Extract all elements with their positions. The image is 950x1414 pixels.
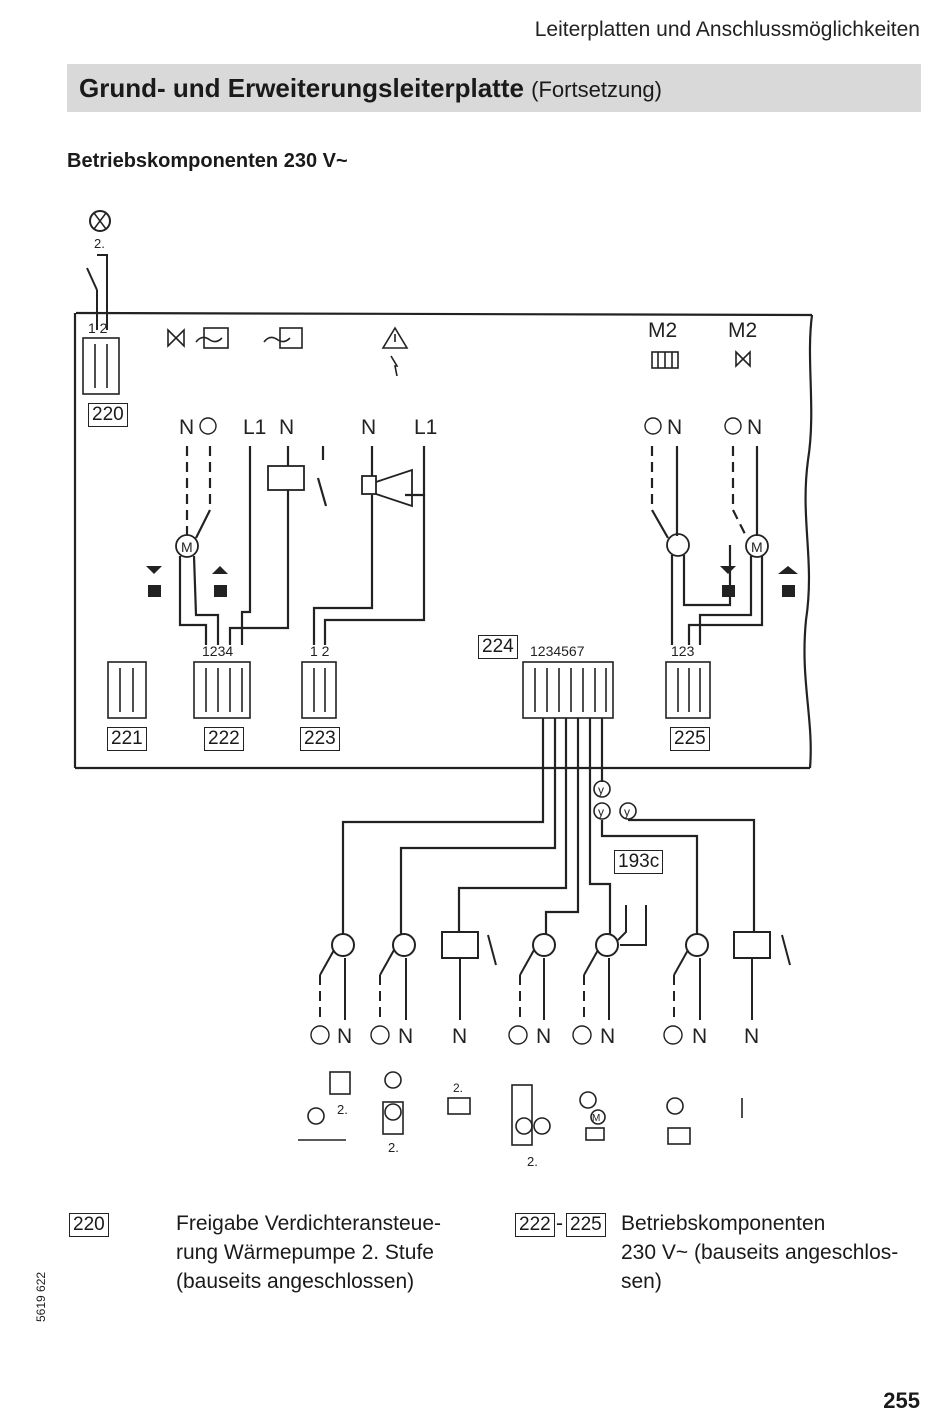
legend-ref-220: 220	[69, 1213, 109, 1237]
label-l1: L1	[414, 416, 437, 439]
legend-ref-225: 225	[566, 1213, 606, 1237]
connector-223: 223	[300, 727, 340, 751]
application-icons	[298, 1071, 743, 1146]
y-label: y	[598, 805, 604, 819]
pins-222: 1234	[202, 643, 233, 659]
legend-ref-222: 222	[515, 1213, 555, 1237]
y-label: y	[598, 783, 604, 797]
doc-number: 5619 622	[34, 1271, 48, 1322]
motor-label: M	[592, 1113, 600, 1124]
label-n: N	[279, 416, 294, 439]
valve-burner-icon	[167, 327, 303, 349]
connector-221: 221	[107, 727, 147, 751]
pins-223: 1 2	[310, 643, 330, 659]
label-n: N	[747, 416, 762, 439]
connector-225: 225	[670, 727, 710, 751]
section-title-bar: Grund- und Erweiterungsleiterplatte (For…	[67, 64, 921, 112]
connector-220: 220	[88, 403, 128, 427]
connector-224: 224	[478, 635, 518, 659]
stage2-label: 2.	[527, 1154, 538, 1169]
stage2-label: 2.	[453, 1081, 463, 1095]
label-n: N	[692, 1025, 707, 1048]
pins-220: 1 2	[88, 320, 108, 336]
stage2-label: 2.	[388, 1140, 399, 1155]
label-n: N	[536, 1025, 551, 1048]
wiring-diagram: 2. 1 2 1234 1 2 1234567 123 M2	[73, 210, 814, 1169]
stage2-label: 2.	[337, 1102, 348, 1117]
compressor-icon	[89, 210, 111, 232]
y-connectors	[593, 780, 637, 820]
legend-text-220: Freigabe Verdichteransteue- rung Wärmepu…	[176, 1212, 441, 1293]
label-n: N	[452, 1025, 467, 1048]
pins-224: 1234567	[530, 643, 585, 659]
subheading: Betriebskomponenten 230 V~	[67, 150, 348, 172]
label-n: N	[179, 416, 194, 439]
section-subtitle: (Fortsetzung)	[531, 77, 662, 102]
stage2-label: 2.	[94, 236, 105, 251]
lock-icon	[146, 566, 798, 597]
header-title: Leiterplatten und Anschlussmöglichkeiten	[534, 18, 920, 41]
m2-label-b: M2	[728, 319, 757, 342]
motor-label: M	[751, 539, 763, 555]
ground-icons	[310, 1025, 683, 1045]
label-n: N	[398, 1025, 413, 1048]
pins-225: 123	[671, 643, 695, 659]
page-number: 255	[883, 1388, 920, 1413]
m2-label-a: M2	[648, 319, 677, 342]
label-n: N	[667, 416, 682, 439]
label-n: N	[361, 416, 376, 439]
motor-label: M	[181, 539, 193, 555]
label-n: N	[337, 1025, 352, 1048]
radiator-icon	[651, 351, 679, 369]
section-title: Grund- und Erweiterungsleiterplatte (For…	[79, 73, 662, 103]
mixer-valve-icon	[735, 350, 751, 368]
label-l1: L1	[243, 416, 266, 439]
connector-222: 222	[204, 727, 244, 751]
connector-193c: 193c	[614, 850, 664, 874]
y-label: y	[624, 805, 630, 819]
label-n: N	[600, 1025, 615, 1048]
legend-dash: -	[556, 1212, 563, 1235]
legend-text-222-225: Betriebskomponenten 230 V~ (bauseits ang…	[621, 1212, 899, 1293]
warning-icon	[381, 326, 409, 377]
label-n: N	[744, 1025, 759, 1048]
